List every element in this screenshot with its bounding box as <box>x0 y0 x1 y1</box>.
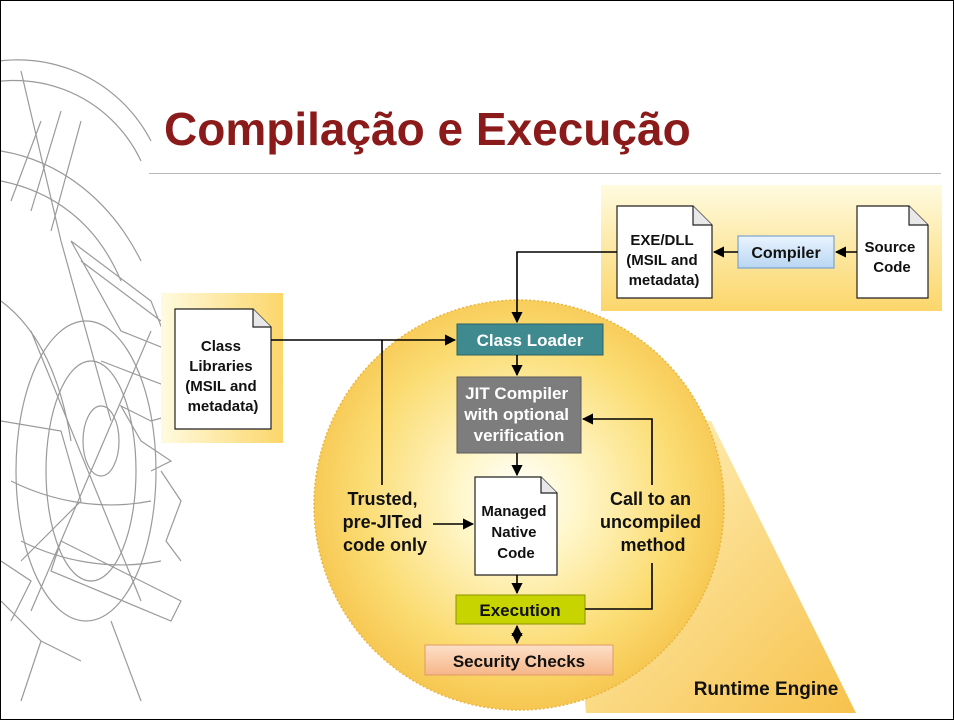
svg-text:Class Libraries: Class Libraries (MSIL and metadata) <box>185 338 261 415</box>
class-libraries-line-1: Class <box>201 338 241 355</box>
class-loader-box <box>456 323 604 356</box>
trusted-line-1: Trusted, <box>347 489 417 509</box>
exe-dll-line-2: (MSIL and <box>626 252 697 269</box>
trusted-line-3: code only <box>343 535 427 555</box>
title-divider <box>149 173 941 174</box>
svg-text:Call to an uncompiled: Call to an uncompiled method <box>600 489 706 555</box>
armillary-sphere-decoration <box>1 59 188 702</box>
svg-text:EXE/DLL (MSIL and: EXE/DLL (MSIL and metadata) <box>626 232 702 289</box>
class-libraries-line-2: Libraries <box>189 358 252 375</box>
class-libraries-document: Class Libraries (MSIL and metadata) <box>174 308 272 430</box>
compiler-label: Compiler <box>751 245 820 262</box>
execution-label: Execution <box>479 601 560 620</box>
jit-compiler-line-1: JIT Compiler <box>465 384 568 403</box>
page-title: Compilação e Execução <box>164 103 691 155</box>
svg-text:Trusted, pre-JITed: Trusted, pre-JITed code only <box>343 489 428 555</box>
class-loader-label: Class Loader <box>477 331 584 350</box>
exe-dll-line-3: metadata) <box>629 272 700 289</box>
call-uncompiled-line-3: method <box>621 535 686 555</box>
managed-native-code-line-2: Native <box>491 524 536 541</box>
uncompiled-loop-line <box>585 563 653 610</box>
exe-dll-document: EXE/DLL (MSIL and metadata) <box>616 205 713 299</box>
trusted-line-2: pre-JITed <box>343 512 423 532</box>
class-libraries-line-4: metadata) <box>188 398 259 415</box>
call-uncompiled-line-1: Call to an <box>610 489 691 509</box>
jit-compiler-line-2: with optional <box>463 405 569 424</box>
jit-compiler-box <box>456 376 582 454</box>
security-checks-label: Security Checks <box>453 652 585 671</box>
svg-text:Source Code: Source Code <box>864 239 919 276</box>
class-libraries-line-3: (MSIL and <box>185 378 256 395</box>
source-code-line-1: Source <box>864 239 915 256</box>
compiler-box <box>737 235 835 269</box>
source-code-document: Source Code <box>856 205 929 299</box>
call-uncompiled-line-2: uncompiled <box>600 512 701 532</box>
managed-native-code-line-3: Code <box>497 545 535 562</box>
svg-text:JIT Compiler with option: JIT Compiler with optional verification <box>463 384 574 445</box>
runtime-engine-label: Runtime Engine <box>694 679 839 700</box>
jit-compiler-line-3: verification <box>474 426 565 445</box>
managed-native-code-line-1: Managed <box>481 503 546 520</box>
arrow-exe-to-class-loader <box>511 251 617 324</box>
svg-text:Managed Native: Managed Native Code <box>481 503 550 562</box>
source-code-line-2: Code <box>873 259 911 276</box>
managed-native-code-document: Managed Native Code <box>474 476 558 576</box>
arrow-uncompiled-to-jit <box>581 413 653 485</box>
exe-dll-line-1: EXE/DLL <box>630 232 693 249</box>
security-checks-box <box>424 644 614 676</box>
execution-box <box>455 594 586 625</box>
